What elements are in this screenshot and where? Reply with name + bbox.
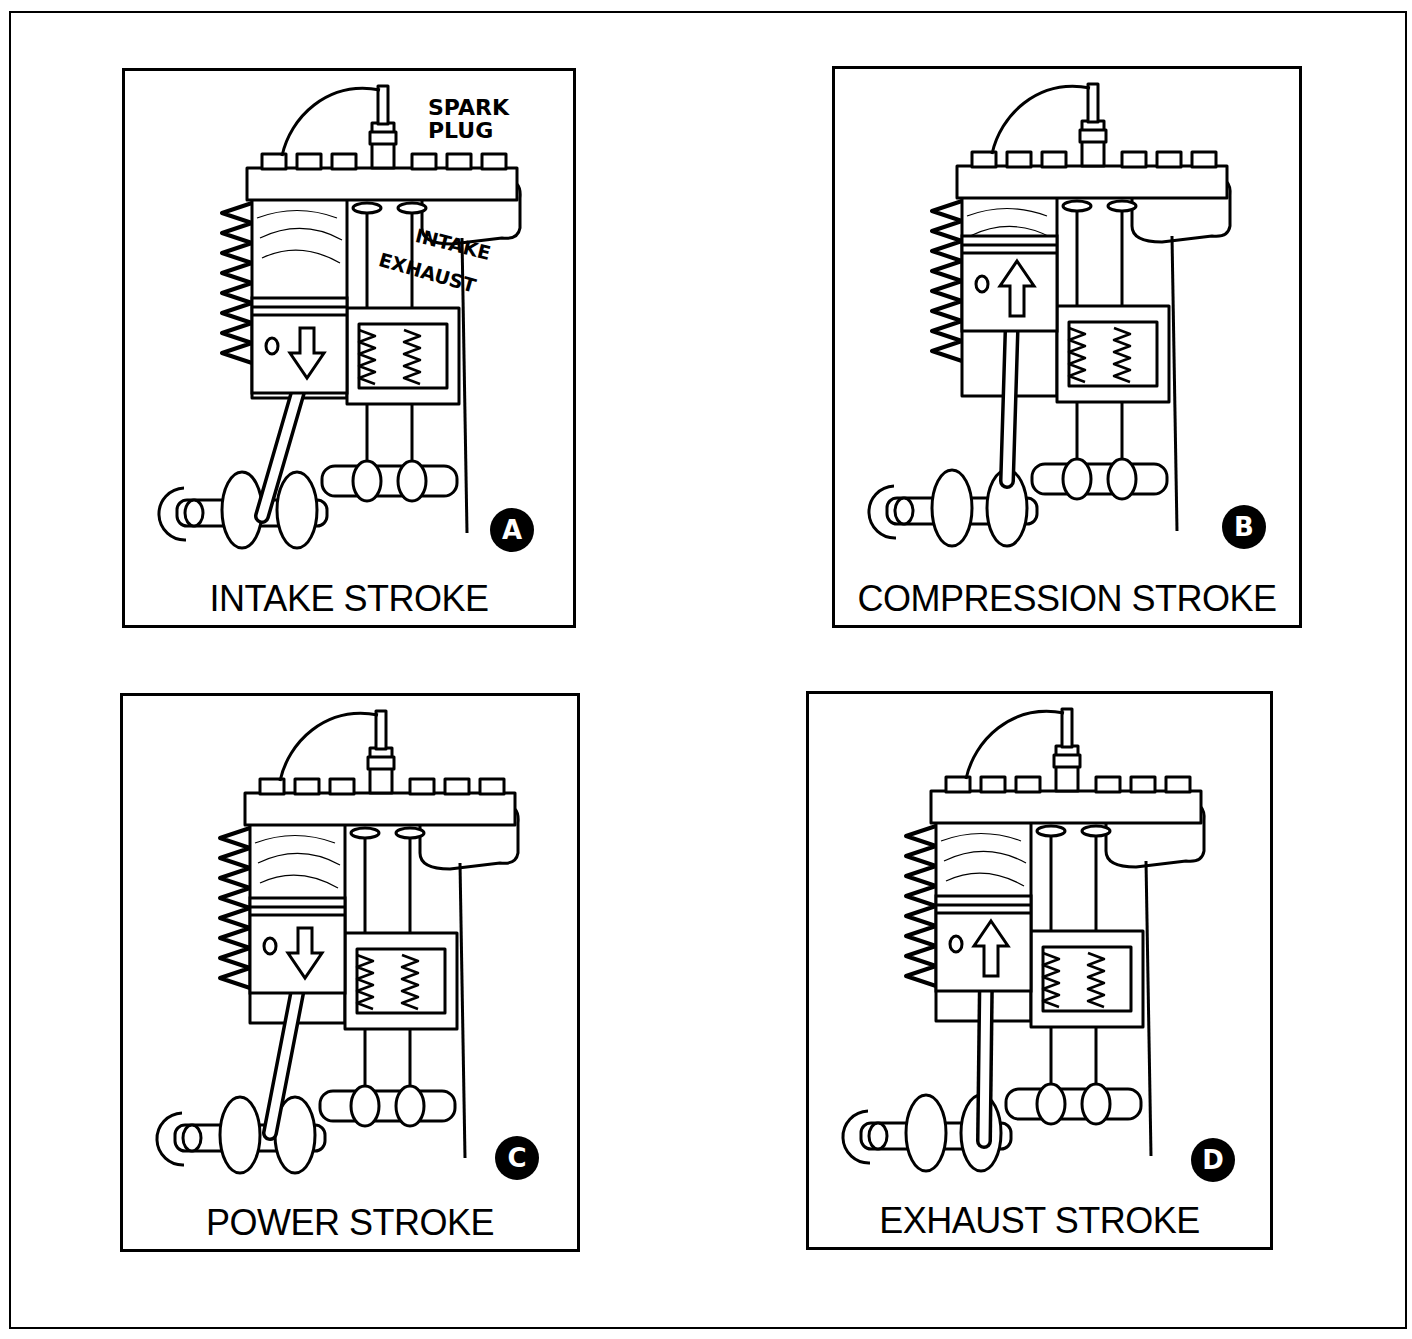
connecting-rod <box>1007 316 1012 481</box>
panel-letter: B <box>1221 504 1267 550</box>
engine-intake <box>159 86 520 548</box>
connecting-rod <box>270 978 300 1133</box>
engine-body <box>157 711 518 1173</box>
panel-letter: C <box>494 1135 540 1181</box>
engine-exhaust <box>843 709 1204 1171</box>
panel-letter: A <box>489 507 535 553</box>
stroke-panel: COMPRESSION STROKE B <box>832 66 1302 628</box>
stroke-panel: EXHAUST STROKE D <box>806 691 1273 1250</box>
engine-body <box>869 84 1230 546</box>
engine-body <box>159 86 520 548</box>
badge-circle <box>1191 1138 1235 1182</box>
panel-letter: B <box>1221 504 1267 550</box>
connecting-rod <box>984 976 986 1141</box>
panel-letter: D <box>1190 1137 1236 1183</box>
connecting-rod <box>1007 316 1012 481</box>
piston <box>252 298 347 393</box>
badge-circle <box>1222 505 1266 549</box>
panel-letter: C <box>494 1135 540 1181</box>
engine-compression <box>869 84 1230 546</box>
piston <box>250 898 345 993</box>
part-label: SPARK PLUG <box>428 96 548 142</box>
connecting-rod <box>262 378 302 516</box>
part-label: EXHAUST <box>377 250 517 308</box>
stroke-caption: POWER STROKE <box>123 1203 577 1243</box>
panel-letter: A <box>489 507 535 553</box>
piston <box>936 896 1031 991</box>
stroke-caption: COMPRESSION STROKE <box>835 579 1299 619</box>
panel-letter: D <box>1190 1137 1236 1183</box>
stroke-panel: POWER STROKE C <box>120 693 580 1252</box>
connecting-rod <box>262 378 302 516</box>
badge-circle <box>490 508 534 552</box>
badge-circle <box>495 1136 539 1180</box>
piston <box>962 236 1057 331</box>
engine-body <box>843 709 1204 1171</box>
engine-power <box>157 711 518 1173</box>
connecting-rod <box>270 978 300 1133</box>
stroke-caption: EXHAUST STROKE <box>809 1201 1270 1241</box>
connecting-rod <box>984 976 986 1141</box>
stroke-caption: INTAKE STROKE <box>125 579 573 619</box>
stroke-panel: INTAKE STROKE A <box>122 68 576 628</box>
outer-frame <box>10 12 1406 1328</box>
